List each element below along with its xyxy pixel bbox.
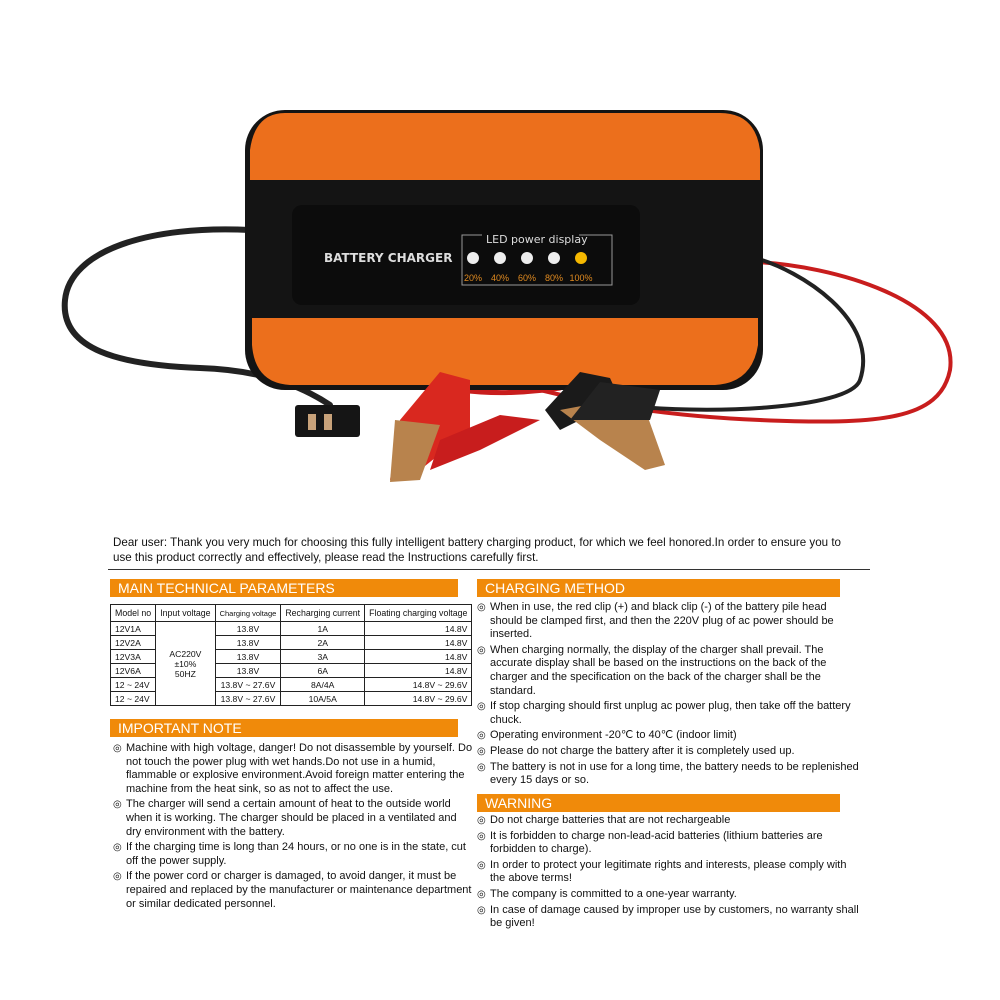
battery-charger-product-image: BATTERY CHARGER LED power display 20% 40%… bbox=[61, 110, 953, 482]
red-clamp bbox=[390, 372, 540, 482]
list-item: In order to protect your legitimate righ… bbox=[477, 859, 862, 886]
list-item: Do not charge batteries that are not rec… bbox=[477, 814, 862, 828]
list-item: If stop charging should first unplug ac … bbox=[477, 700, 862, 727]
divider bbox=[108, 569, 870, 570]
led-indicator bbox=[548, 252, 560, 264]
table-header: Recharging current bbox=[280, 604, 366, 622]
list-item: In case of damage caused by improper use… bbox=[477, 904, 862, 931]
led-label: 80% bbox=[545, 273, 563, 283]
led-indicator bbox=[467, 252, 479, 264]
list-item: If the charging time is long than 24 hou… bbox=[113, 841, 473, 868]
table-header: Floating charging voltage bbox=[364, 604, 473, 622]
warning-list: Do not charge batteries that are not rec… bbox=[477, 814, 862, 933]
list-item: It is forbidden to charge non-lead-acid … bbox=[477, 830, 862, 857]
warning-header: WARNING bbox=[477, 794, 840, 812]
list-item: Please do not charge the battery after i… bbox=[477, 745, 862, 759]
led-label: 100% bbox=[569, 273, 592, 283]
table-cell: 13.8V bbox=[214, 621, 282, 636]
led-label: 20% bbox=[464, 273, 482, 283]
table-cell: 14.8V bbox=[364, 621, 473, 636]
table-cell: 12 ~ 24V bbox=[109, 677, 157, 692]
black-clamp bbox=[545, 372, 665, 470]
table-header: Model no bbox=[109, 604, 157, 622]
charger-body bbox=[245, 110, 763, 390]
charger-label: BATTERY CHARGER bbox=[324, 251, 452, 265]
table-cell: 12V2A bbox=[109, 635, 157, 650]
led-label: 60% bbox=[518, 273, 536, 283]
table-cell: 14.8V ~ 29.6V bbox=[364, 677, 473, 692]
table-cell: 3A bbox=[280, 649, 366, 664]
table-cell: 13.8V ~ 27.6V bbox=[214, 691, 282, 706]
list-item: The battery is not in use for a long tim… bbox=[477, 761, 862, 788]
table-cell: 14.8V bbox=[364, 635, 473, 650]
intro-text: Dear user: Thank you very much for choos… bbox=[113, 536, 842, 564]
plug bbox=[295, 405, 360, 437]
table-cell: 13.8V bbox=[214, 663, 282, 678]
list-item: When in use, the red clip (+) and black … bbox=[477, 601, 862, 642]
list-item: Operating environment -20℃ to 40℃ (indoo… bbox=[477, 729, 862, 743]
table-cell: 12V3A bbox=[109, 649, 157, 664]
important-note-header: IMPORTANT NOTE bbox=[110, 719, 458, 737]
led-indicator bbox=[575, 252, 587, 264]
charging-method-header: CHARGING METHOD bbox=[477, 579, 840, 597]
list-item: If the power cord or charger is damaged,… bbox=[113, 870, 473, 911]
table-cell: 14.8V bbox=[364, 663, 473, 678]
important-note-list: Machine with high voltage, danger! Do no… bbox=[113, 742, 473, 913]
led-display-title: LED power display bbox=[486, 233, 588, 246]
table-cell: 12 ~ 24V bbox=[109, 691, 157, 706]
input-voltage-line: 50HZ bbox=[174, 668, 196, 679]
charging-method-list: When in use, the red clip (+) and black … bbox=[477, 601, 862, 790]
led-label: 40% bbox=[491, 273, 509, 283]
list-item: The charger will send a certain amount o… bbox=[113, 798, 473, 839]
table-cell: 2A bbox=[280, 635, 366, 650]
input-voltage-line: AC220V bbox=[169, 648, 202, 659]
table-cell: 8A/4A bbox=[280, 677, 366, 692]
list-item: The company is committed to a one-year w… bbox=[477, 888, 862, 902]
list-item: Machine with high voltage, danger! Do no… bbox=[113, 742, 473, 796]
table-cell: 1A bbox=[280, 621, 366, 636]
led-indicator bbox=[494, 252, 506, 264]
table-cell: 12V6A bbox=[109, 663, 157, 678]
table-header: Input voltage bbox=[155, 604, 216, 622]
table-cell: 10A/5A bbox=[280, 691, 366, 706]
input-voltage-line: ±10% bbox=[174, 658, 197, 669]
table-cell: 6A bbox=[280, 663, 366, 678]
table-header: Charging voltage bbox=[214, 604, 282, 622]
table-cell: 13.8V bbox=[214, 649, 282, 664]
input-voltage-cell: AC220V±10%50HZ bbox=[155, 621, 216, 706]
table-cell: 14.8V bbox=[364, 649, 473, 664]
led-indicator bbox=[521, 252, 533, 264]
table-cell: 13.8V ~ 27.6V bbox=[214, 677, 282, 692]
table-cell: 12V1A bbox=[109, 621, 157, 636]
table-cell: 14.8V ~ 29.6V bbox=[364, 691, 473, 706]
list-item: When charging normally, the display of t… bbox=[477, 644, 862, 698]
table-cell: 13.8V bbox=[214, 635, 282, 650]
params-header: MAIN TECHNICAL PARAMETERS bbox=[110, 579, 458, 597]
